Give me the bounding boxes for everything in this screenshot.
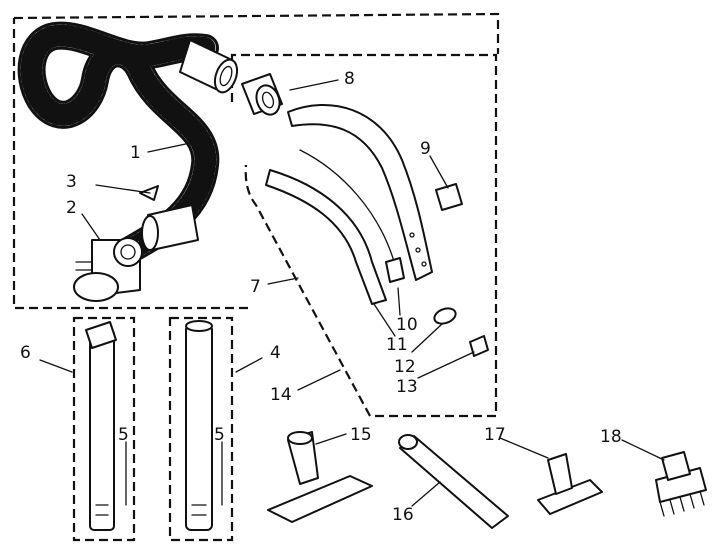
upholstery-tool (537, 453, 603, 515)
label-part-10: 10 (396, 315, 418, 335)
label-part-4: 4 (270, 343, 281, 363)
label-part-5a: 5 (118, 425, 129, 445)
hose (17, 21, 239, 264)
handle-cover (287, 104, 433, 281)
label-part-1: 1 (130, 143, 141, 163)
fitting-12 (433, 307, 457, 325)
wand-with-latch (85, 321, 117, 531)
label-part-5b: 5 (214, 425, 225, 445)
wand (185, 320, 213, 531)
end-cap (435, 183, 463, 211)
crevice-tool (398, 434, 509, 529)
label-part-15: 15 (350, 425, 372, 445)
label-part-6: 6 (20, 343, 31, 363)
leader-lines (39, 79, 665, 507)
wand-handle-assembly-boundary (230, 53, 498, 418)
hose-connector (73, 237, 143, 302)
label-part-9: 9 (420, 139, 431, 159)
label-part-2: 2 (66, 198, 77, 218)
fitting-13 (469, 335, 489, 357)
label-part-12: 12 (394, 357, 416, 377)
floor-nozzle (267, 431, 373, 523)
handle-base (265, 149, 405, 305)
hose-assembly-boundary (12, 12, 500, 310)
label-part-8: 8 (344, 69, 355, 89)
label-part-13: 13 (396, 377, 418, 397)
dusting-brush (655, 451, 707, 517)
label-part-14: 14 (270, 385, 292, 405)
label-part-11: 11 (386, 335, 408, 355)
wand-4-boundary (168, 316, 234, 542)
wand-6-boundary (72, 316, 136, 542)
label-part-18: 18 (600, 427, 622, 447)
label-part-7: 7 (250, 277, 261, 297)
label-part-17: 17 (484, 425, 506, 445)
label-part-16: 16 (392, 505, 414, 525)
swivel-coupling (241, 73, 283, 116)
label-part-3: 3 (66, 172, 77, 192)
